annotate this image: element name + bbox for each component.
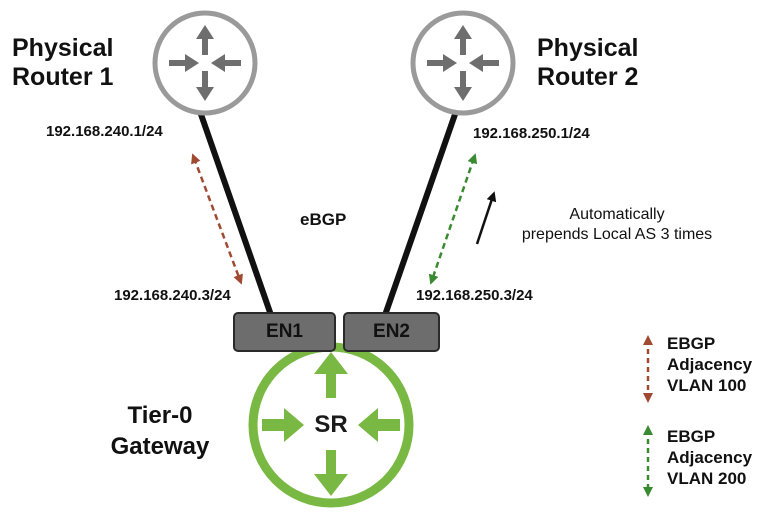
as-prepend-arrow — [475, 191, 497, 245]
en2-ip: 192.168.250.3/24 — [416, 287, 533, 304]
vlan200-adjacency-arrow — [428, 153, 478, 285]
gateway-title: Tier-0 Gateway — [70, 400, 250, 462]
router-2-icon — [410, 10, 516, 116]
sr-label: SR — [314, 411, 348, 438]
router-2-title-line2: Router 2 — [537, 63, 639, 91]
as-prepend-note-line2: prepends Local AS 3 times — [521, 226, 713, 243]
en1-ip: 192.168.240.3/24 — [114, 287, 231, 304]
en2-label: EN2 — [373, 321, 410, 342]
router-1-title: Physical Router 1 — [12, 34, 113, 92]
as-prepend-note-line1: Automatically — [569, 206, 665, 223]
vlan100-adjacency-arrow — [191, 153, 243, 285]
legend-vlan200-line1: EBGP — [667, 427, 716, 446]
legend-vlan200-line3: VLAN 200 — [667, 469, 747, 488]
router-1-title-line1: Physical — [12, 34, 114, 62]
edge-node-en1-box — [233, 312, 336, 352]
uplink-en1-r1 — [193, 99, 275, 319]
en1-label: EN1 — [266, 321, 303, 342]
legend-vlan100-line2: Adjacency — [667, 355, 753, 374]
router-2-ip: 192.168.250.1/24 — [473, 125, 590, 142]
ebgp-label: eBGP — [300, 210, 347, 229]
router-2-title-line1: Physical — [537, 34, 639, 62]
as-prepend-note: Automatically prepends Local AS 3 times — [492, 205, 742, 245]
legend-vlan100-line3: VLAN 100 — [667, 376, 747, 395]
legend-vlan200: EBGP Adjacency VLAN 200 — [667, 426, 752, 489]
router-1-icon — [152, 10, 258, 116]
router-2-title: Physical Router 2 — [537, 34, 638, 92]
gateway-title-line1: Tier-0 — [127, 402, 193, 429]
legend-vlan100: EBGP Adjacency VLAN 100 — [667, 333, 752, 396]
gateway-title-line2: Gateway — [110, 433, 210, 460]
legend-vlan100-line1: EBGP — [667, 334, 716, 353]
legend-vlan200-line2: Adjacency — [667, 448, 753, 467]
router-1-title-line2: Router 1 — [12, 63, 114, 91]
edge-node-en2-box — [343, 312, 440, 352]
uplink-en2-r2 — [381, 99, 463, 319]
router-1-ip: 192.168.240.1/24 — [46, 123, 163, 140]
